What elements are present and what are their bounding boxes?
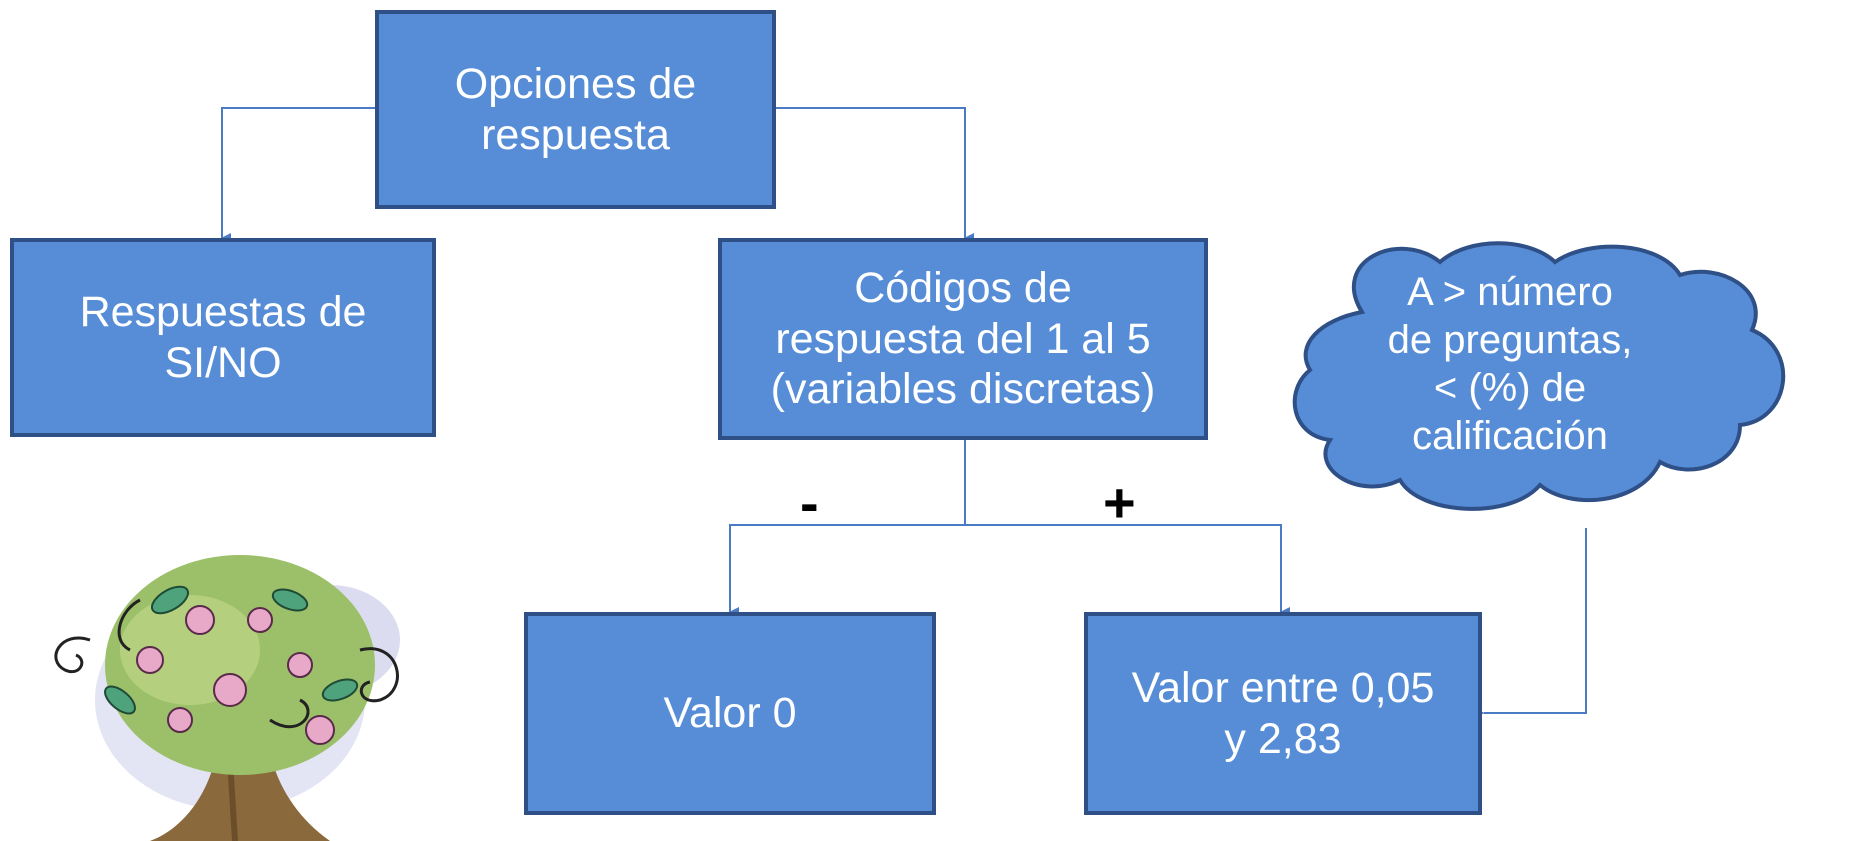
plus-result-label: Valor entre 0,05 y 2,83: [1131, 663, 1435, 763]
connector-minus: [729, 524, 965, 617]
connector-cloud: [1473, 528, 1587, 718]
cloud-note: A > número de preguntas, < (%) de califi…: [1387, 270, 1633, 458]
minus-sign: -: [800, 471, 819, 534]
root-label: Opciones de respuesta: [454, 59, 697, 159]
left-child-label: Respuestas de SI/NO: [79, 287, 367, 387]
plus-result-box: Valor entre 0,05 y 2,83: [1084, 612, 1482, 815]
connector-plus: [965, 524, 1290, 617]
minus-result-label: Valor 0: [663, 689, 797, 738]
right-child-box: Códigos de respuesta del 1 al 5 (variabl…: [718, 238, 1208, 440]
connector-root-right: [776, 107, 974, 243]
left-child-box: Respuestas de SI/NO: [10, 238, 436, 437]
root-box: Opciones de respuesta: [375, 10, 776, 209]
cloud-shape: [1292, 241, 1786, 511]
connector-root-left: [221, 107, 375, 243]
minus-result-box: Valor 0: [524, 612, 936, 815]
plus-sign: +: [1103, 471, 1136, 534]
tree-clipart-icon: [54, 555, 400, 841]
right-child-label: Códigos de respuesta del 1 al 5 (variabl…: [770, 263, 1156, 414]
